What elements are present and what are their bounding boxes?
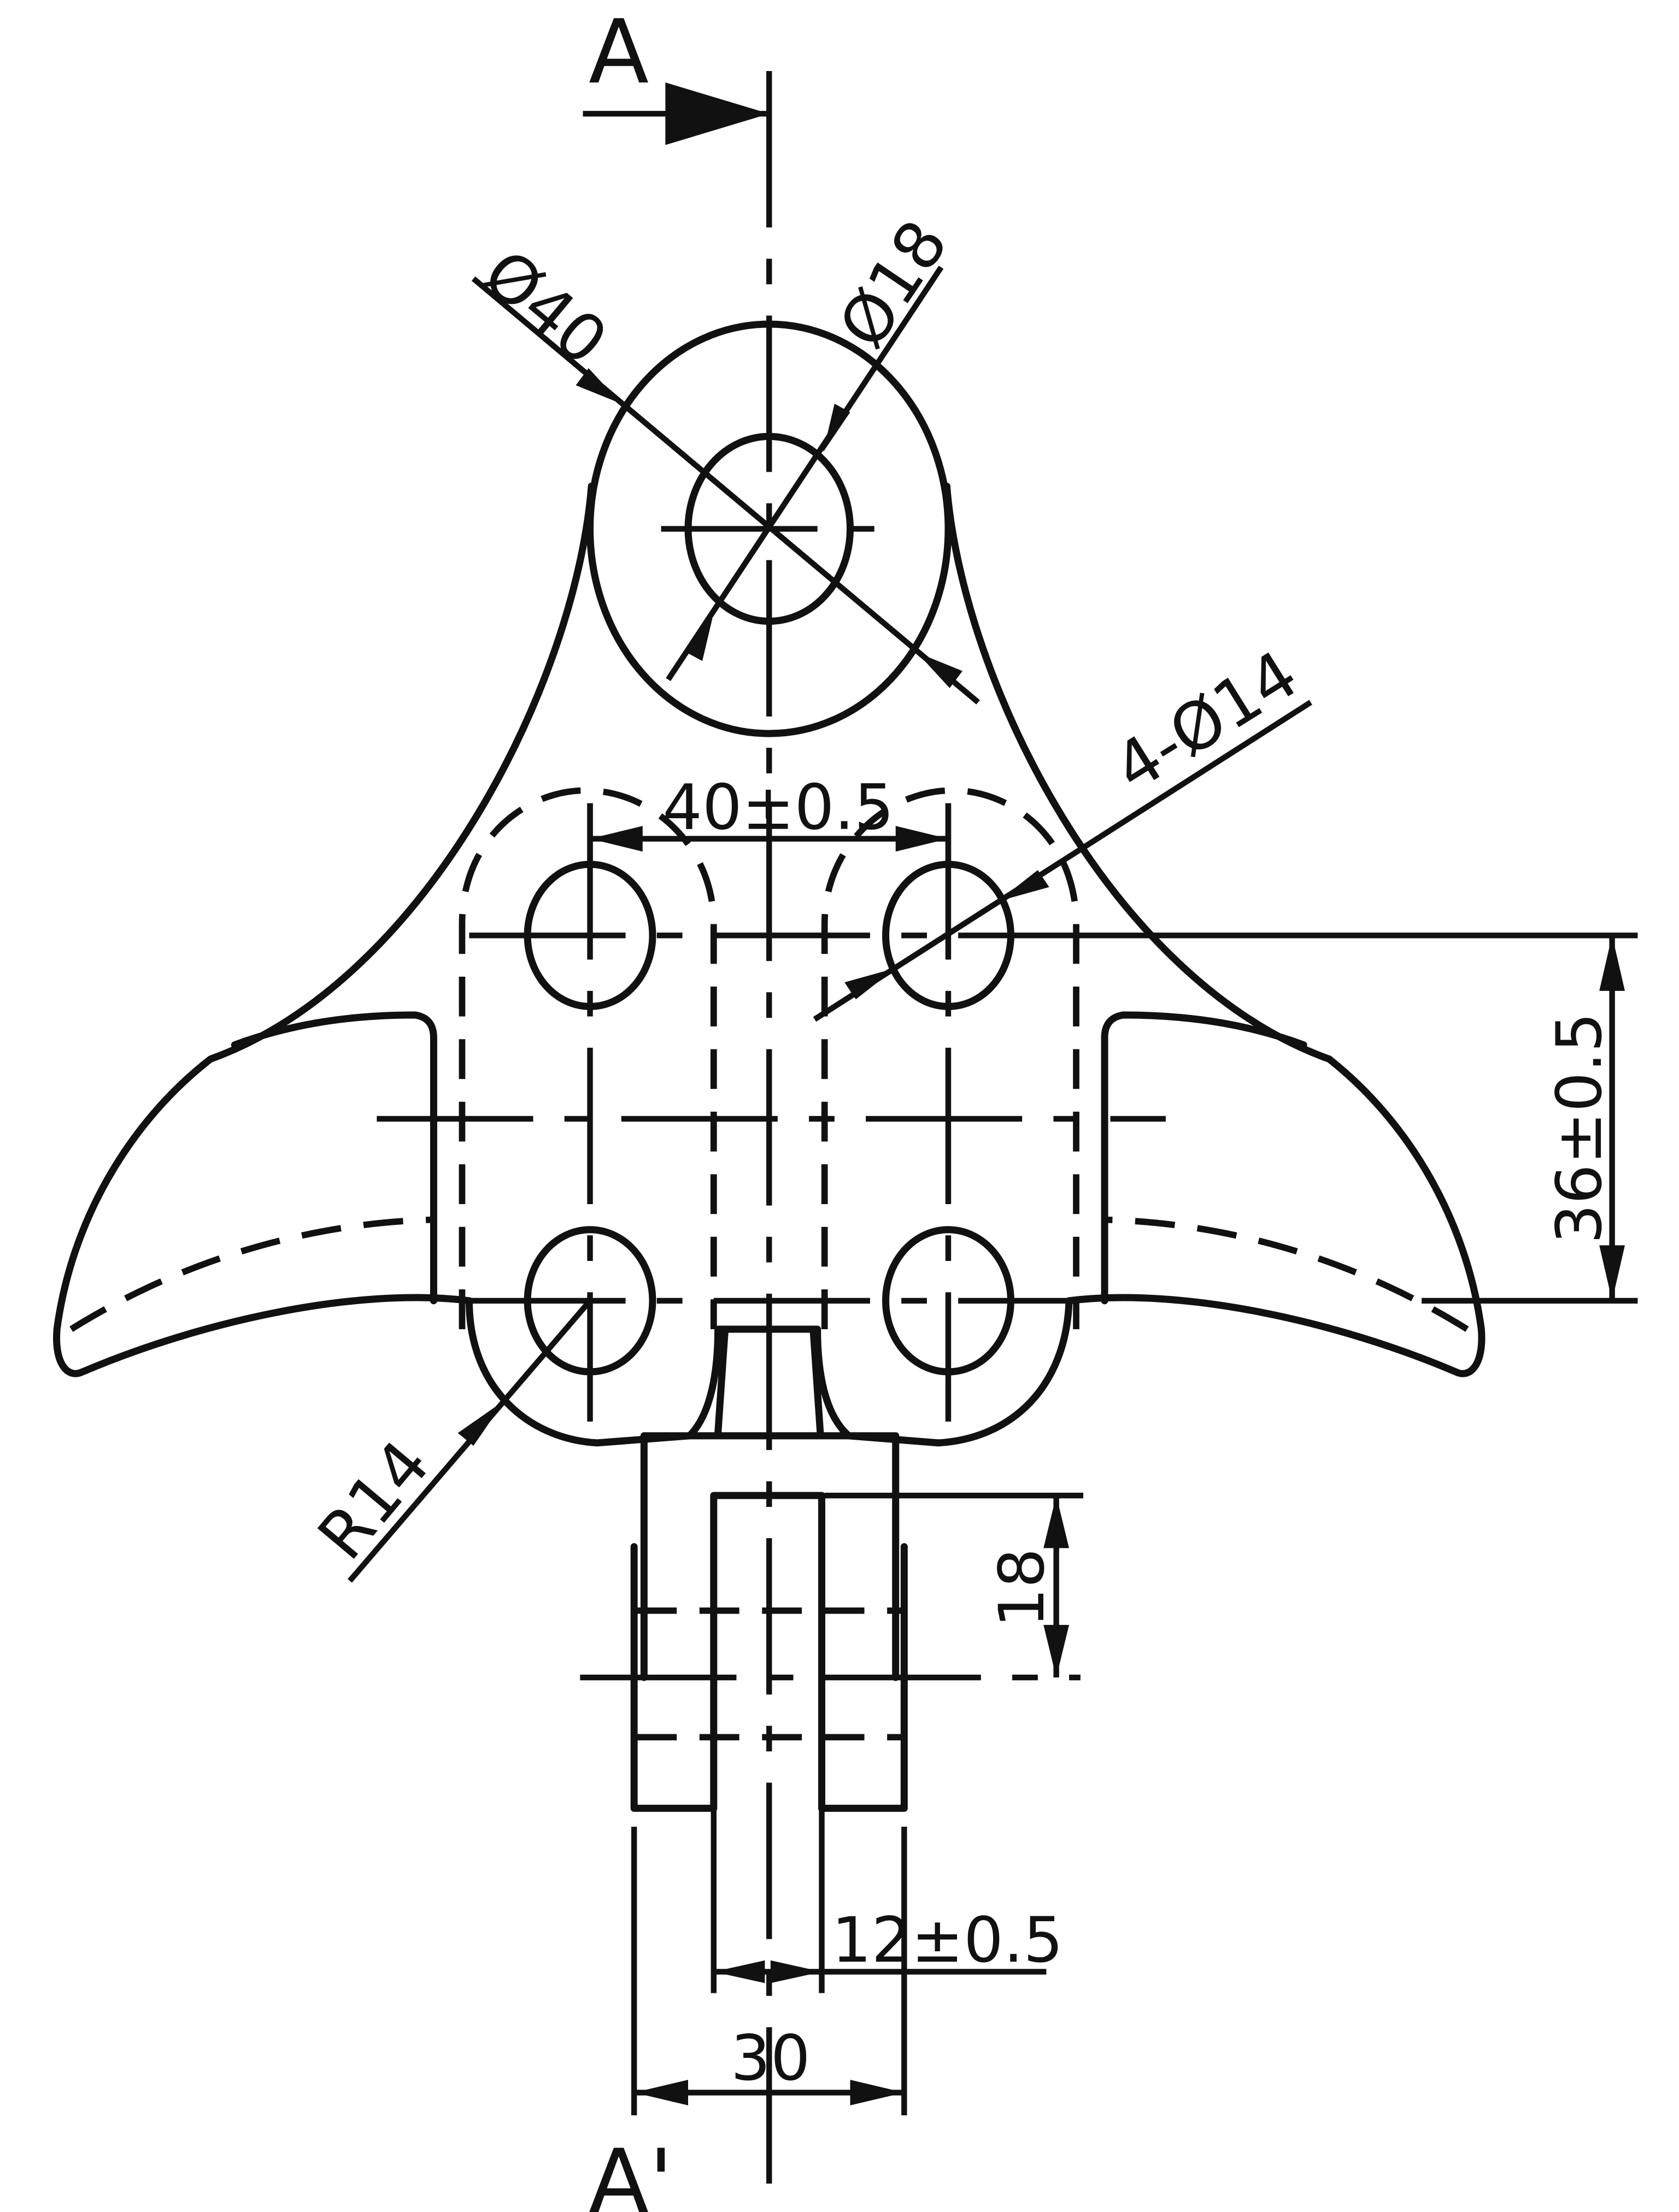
label-hole-spacing-vertical: 36±0.5 <box>1543 1012 1616 1243</box>
label-slot-width: 12±0.5 <box>832 1904 1063 1976</box>
right-wing-hidden-curve <box>1104 1216 1469 1332</box>
labels: A A' Ø40 Ø18 4-Ø14 40±0.5 36±0.5 R14 18 … <box>304 1 1616 2212</box>
dim-40-arrow-left <box>590 826 643 852</box>
dim-diameter-40-arrow-a <box>576 368 621 404</box>
dim-diameter-40-arrow-b <box>917 652 962 688</box>
dim-radius-arrow <box>457 1400 505 1446</box>
dim-30-arrow-right <box>850 2080 905 2105</box>
left-flank <box>53 483 595 1377</box>
dim-18-arrow-bottom <box>1043 1624 1070 1678</box>
dim-36-arrow-top <box>1599 935 1625 991</box>
neck-left <box>714 1325 729 1437</box>
dim-40-arrow-right <box>895 826 948 852</box>
neck-right <box>809 1325 824 1437</box>
left-wing-top <box>231 1011 437 1305</box>
dim-holes-arrow-b <box>844 968 896 1000</box>
dim-holes-leader <box>813 700 1312 1022</box>
dim-12-arrow-left <box>713 1960 765 1984</box>
section-label-top: A <box>589 1 649 104</box>
dim-18-arrow-top <box>1043 1495 1070 1548</box>
hidden-slot-left <box>459 787 717 1329</box>
left-wing-hidden-curve <box>69 1216 434 1332</box>
dim-diameter-40-line <box>471 276 980 705</box>
section-label-bottom: A' <box>589 2131 673 2212</box>
label-diameter-18: Ø18 <box>825 207 963 361</box>
dim-30-arrow-left <box>634 2080 689 2105</box>
label-diameter-40: Ø40 <box>469 236 621 380</box>
label-clevis-depth: 18 <box>985 1548 1058 1628</box>
dim-36-arrow-bottom <box>1599 1245 1625 1301</box>
right-wing-top <box>1101 1011 1307 1305</box>
dim-diameter-18-arrow-b <box>686 612 714 661</box>
clevis-ear-right <box>818 1543 908 1812</box>
center-lines <box>377 71 1166 2212</box>
clevis-ear-left <box>630 1543 718 1812</box>
hidden-slot-right <box>821 787 1079 1329</box>
section-arrowhead <box>665 82 770 145</box>
dim-holes-arrow-a <box>998 870 1049 901</box>
right-flank <box>943 483 1486 1377</box>
hidden-slots <box>459 787 1079 1329</box>
dimensions <box>348 82 1638 2116</box>
dim-diameter-18-line <box>666 266 944 682</box>
dim-diameter-18-arrow-a <box>823 403 850 453</box>
label-corner-radius: R14 <box>304 1427 445 1574</box>
label-hole-spacing-horizontal: 40±0.5 <box>662 771 894 843</box>
dim-12-arrow-right <box>770 1960 822 1984</box>
label-clevis-width: 30 <box>731 2022 811 2094</box>
